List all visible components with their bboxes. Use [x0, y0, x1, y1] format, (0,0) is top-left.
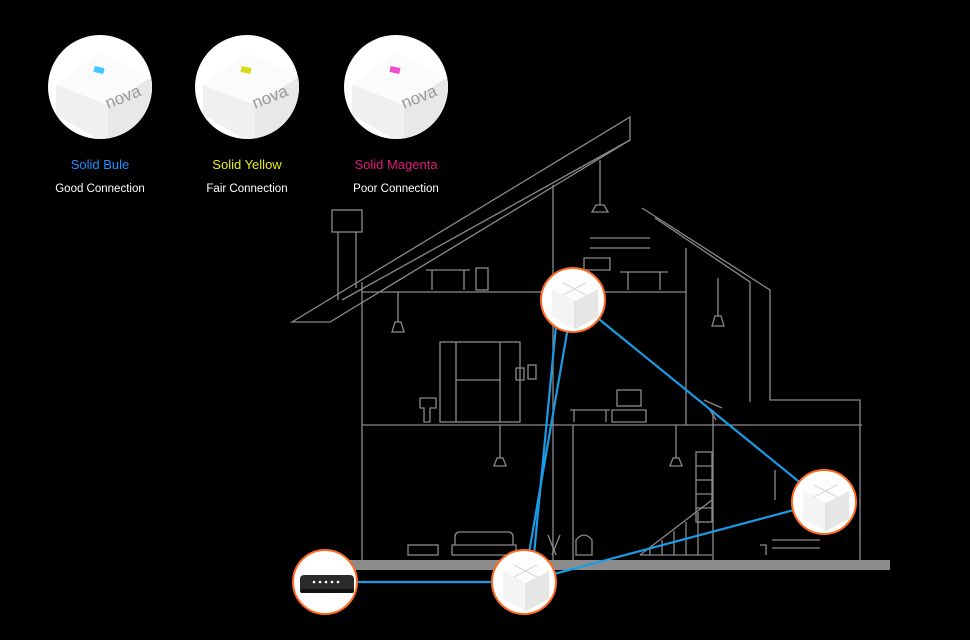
- nova-node-attic-icon: [540, 267, 606, 333]
- legend-item-poor: nova Solid Magenta Poor Connection: [316, 35, 476, 196]
- legend-description-text: Poor Connection: [353, 183, 439, 195]
- nova-unit-yellow-led-icon: nova: [195, 35, 299, 139]
- legend-item-good: nova Solid Bule Good Connection: [20, 35, 180, 196]
- legend-status-text: Solid Bule: [70, 157, 130, 172]
- nova-node-ground-icon: [491, 549, 557, 615]
- nova-unit-magenta-led-icon: nova: [344, 35, 448, 139]
- legend-description-text: Fair Connection: [206, 183, 288, 195]
- nova-node-right-icon: [791, 469, 857, 535]
- legend-item-fair: nova Solid Yellow Fair Connection: [167, 35, 327, 196]
- modem-icon: [292, 549, 358, 615]
- legend-status-text: Solid Magenta: [354, 157, 438, 172]
- legend-description-text: Good Connection: [55, 183, 145, 195]
- legend-status-text: Solid Yellow: [212, 157, 282, 172]
- nova-unit-blue-led-icon: nova: [48, 35, 152, 139]
